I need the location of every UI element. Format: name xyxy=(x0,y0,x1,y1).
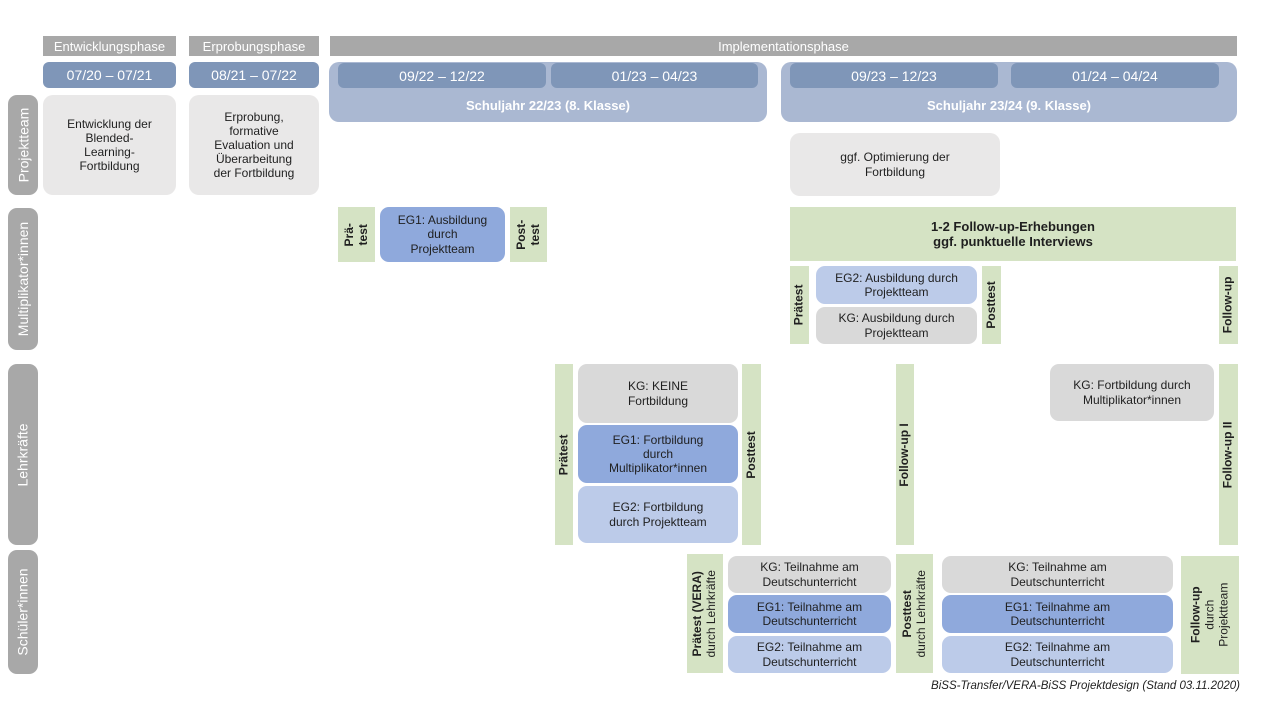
bar-followup-projektteam-schueler: Follow-up durch Projektteam xyxy=(1181,556,1239,674)
bar-followup-1-lehrkraefte: Follow-up I xyxy=(896,364,914,545)
diagram-caption: BiSS-Transfer/VERA-BiSS Projektdesign (S… xyxy=(931,680,1240,692)
bar-praetest-multiplikatoren-2-text: Prätest xyxy=(791,284,806,326)
date-range-0922-1222: 09/22 – 12/22 xyxy=(338,63,546,88)
school-year-label-22-23: Schuljahr 22/23 (8. Klasse) xyxy=(465,97,631,113)
row-label-projektteam-text: Projektteam xyxy=(15,107,32,183)
box-erprobung-evaluation: Erprobung, formative Evaluation und Über… xyxy=(189,95,319,195)
box-eg2-ausbildung-projektteam: EG2: Ausbildung durch Projektteam xyxy=(816,266,977,304)
bar-followup-projektteam-sub: durch Projektteam xyxy=(1202,582,1230,648)
box-eg1-ausbildung-projektteam: EG1: Ausbildung durch Projektteam xyxy=(380,207,505,262)
phase-header-entwicklungsphase: Entwicklungsphase xyxy=(43,36,176,56)
box-eg1-teilnahme-1: EG1: Teilnahme am Deutschunterricht xyxy=(728,595,891,633)
box-eg2-fortbildung-projektteam: EG2: Fortbildung durch Projektteam xyxy=(578,486,738,543)
date-range-0123-0423: 01/23 – 04/23 xyxy=(551,63,758,88)
bar-posttest-schueler-bold: Posttest xyxy=(899,589,914,638)
bar-followup-2-lehrkraefte: Follow-up II xyxy=(1219,364,1238,545)
box-followup-erhebungen: 1-2 Follow-up-Erhebungen ggf. punktuelle… xyxy=(790,207,1236,261)
bar-praetest-multiplikatoren-1-text: Prä- test xyxy=(341,222,370,247)
bar-posttest-multiplikatoren-1: Post- test xyxy=(510,207,547,262)
date-range-0720-0721: 07/20 – 07/21 xyxy=(43,62,176,88)
row-label-schuelerinnen-text: Schüler*innen xyxy=(15,568,32,656)
box-kg-ausbildung-projektteam: KG: Ausbildung durch Projektteam xyxy=(816,307,977,344)
bar-posttest-schueler: Posttest durch Lehrkräfte xyxy=(896,554,933,673)
row-label-schuelerinnen: Schüler*innen xyxy=(8,550,38,674)
bar-praetest-multiplikatoren-2: Prätest xyxy=(790,266,809,344)
row-label-lehrkraefte: Lehrkräfte xyxy=(8,364,38,545)
date-range-0923-1223: 09/23 – 12/23 xyxy=(790,63,998,88)
bar-posttest-multiplikatoren-2: Posttest xyxy=(982,266,1001,344)
bar-posttest-lehrkraefte: Posttest xyxy=(742,364,761,545)
box-eg2-teilnahme-1: EG2: Teilnahme am Deutschunterricht xyxy=(728,636,891,673)
bar-followup-1-lehrkraefte-text: Follow-up I xyxy=(897,422,912,487)
box-kg-teilnahme-2: KG: Teilnahme am Deutschunterricht xyxy=(942,556,1173,593)
bar-praetest-multiplikatoren-1: Prä- test xyxy=(338,207,375,262)
box-kg-teilnahme-1: KG: Teilnahme am Deutschunterricht xyxy=(728,556,891,593)
box-optimierung-fortbildung: ggf. Optimierung der Fortbildung xyxy=(790,133,1000,196)
row-label-multiplikatorinnen-text: Multiplikator*innen xyxy=(15,221,31,337)
bar-followup-projektteam-bold: Follow-up xyxy=(1188,586,1203,644)
bar-posttest-schueler-sub: durch Lehrkräfte xyxy=(913,569,928,658)
box-eg1-teilnahme-2: EG1: Teilnahme am Deutschunterricht xyxy=(942,595,1173,633)
box-kg-keine-fortbildung: KG: KEINE Fortbildung xyxy=(578,364,738,423)
bar-followup-multiplikatoren: Follow-up xyxy=(1219,266,1238,344)
bar-posttest-lehrkraefte-text: Posttest xyxy=(743,430,758,479)
phase-header-implementationsphase: Implementationsphase xyxy=(330,36,1237,56)
bar-praetest-vera-schueler: Prätest (VERA) durch Lehrkräfte xyxy=(687,554,723,673)
bar-praetest-lehrkraefte-text: Prätest xyxy=(556,434,571,475)
row-label-multiplikatorinnen: Multiplikator*innen xyxy=(8,208,38,350)
bar-followup-multiplikatoren-text: Follow-up xyxy=(1220,276,1235,334)
bar-praetest-vera-sub: durch Lehrkräfte xyxy=(704,569,719,658)
row-label-lehrkraefte-text: Lehrkräfte xyxy=(15,422,32,487)
box-entwicklung-fortbildung: Entwicklung der Blended- Learning- Fortb… xyxy=(43,95,176,195)
bar-praetest-lehrkraefte: Prätest xyxy=(555,364,573,545)
box-eg2-teilnahme-2: EG2: Teilnahme am Deutschunterricht xyxy=(942,636,1173,673)
box-eg1-fortbildung-multiplikatoren: EG1: Fortbildung durch Multiplikator*inn… xyxy=(578,425,738,483)
bar-followup-2-lehrkraefte-text: Follow-up II xyxy=(1220,421,1235,488)
date-range-0821-0722: 08/21 – 07/22 xyxy=(189,62,319,88)
row-label-projektteam: Projektteam xyxy=(8,95,38,195)
date-range-0124-0424: 01/24 – 04/24 xyxy=(1011,63,1219,88)
box-kg-fortbildung-multiplikatoren: KG: Fortbildung durch Multiplikator*inne… xyxy=(1050,364,1214,421)
school-year-label-23-24: Schuljahr 23/24 (9. Klasse) xyxy=(926,97,1092,113)
bar-posttest-multiplikatoren-2-text: Posttest xyxy=(983,281,998,329)
phase-header-erprobungsphase: Erprobungsphase xyxy=(189,36,319,56)
bar-posttest-multiplikatoren-1-text: Post- test xyxy=(513,219,542,250)
